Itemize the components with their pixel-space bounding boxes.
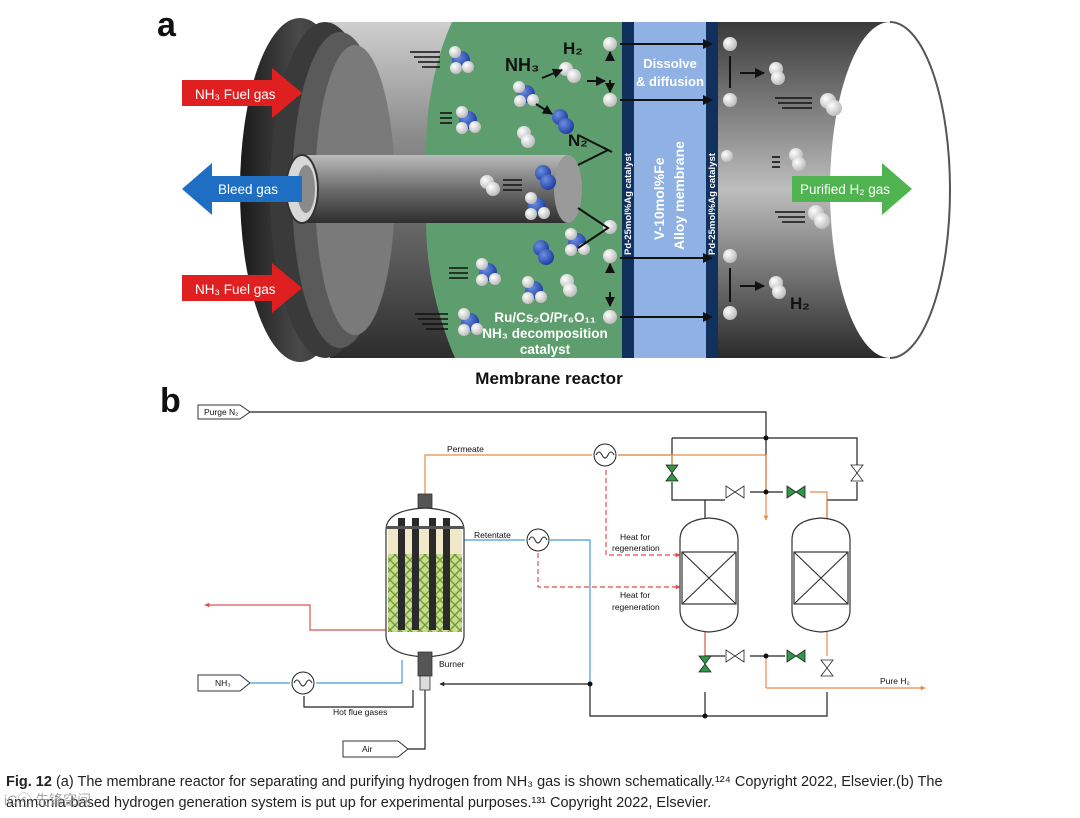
valve-white-4	[820, 659, 834, 677]
nh3-label: NH₃	[505, 55, 539, 75]
membrane-reactor-illustration	[240, 18, 951, 362]
reactor-vessel	[385, 493, 465, 691]
heat-regen-1-line2: regeneration	[612, 543, 660, 553]
nh3-fuel-arrow-top: NH₃ Fuel gas	[182, 68, 302, 118]
valve-green-4	[786, 649, 806, 663]
nh3-fuel-arrow-bottom: NH₃ Fuel gas	[182, 263, 302, 313]
caption-line-1: (a) The membrane reactor for separating …	[55, 774, 943, 790]
purge-n2-label: Purge N₂	[204, 407, 238, 417]
purge-n2-tag: Purge N₂	[197, 404, 251, 420]
valve-white-2	[725, 485, 745, 499]
valve-white-3	[725, 649, 745, 663]
h2-top-label: H₂	[563, 39, 583, 58]
air-tag: Air	[342, 740, 409, 758]
heat-regen-1-line1: Heat for	[620, 532, 650, 542]
panel-b-label: b	[160, 382, 181, 420]
pd-ag-layer-left	[622, 22, 634, 358]
purified-h2-arrow: Purified H₂ gas	[792, 163, 912, 215]
heat-exchangers	[291, 443, 617, 695]
nh3-tag: NH₃	[197, 674, 251, 692]
bleed-gas-label: Bleed gas	[218, 182, 278, 197]
decomp-label-1: Ru/Cs₂O/Pr₆O₁₁	[494, 310, 596, 325]
pd-ag-layer-right	[706, 22, 718, 358]
figure-caption: Fig. 12 (a) The membrane reactor for sep…	[6, 772, 1076, 814]
burner-label: Burner	[439, 659, 465, 669]
panel-a-label: a	[157, 6, 177, 44]
nh3-fuel-top-label: NH₃ Fuel gas	[195, 87, 276, 102]
dissolve-label-2: & diffusion	[636, 74, 704, 89]
valve-green-2	[698, 655, 712, 673]
alloy-label-1: V-10mol%Fe	[651, 157, 667, 240]
inner-pipe	[300, 155, 568, 223]
watermark: iCⓒ 先锋空间	[4, 792, 92, 808]
decomp-label-3: catalyst	[520, 342, 571, 357]
pd-ag-catalyst-right-label: Pd-25mol%Ag catalyst	[707, 152, 718, 255]
nh3-feed-label: NH₃	[215, 678, 231, 688]
pure-h2-label: Pure H₂	[880, 676, 910, 686]
n2-label: N₂	[568, 131, 588, 150]
permeate-label: Permeate	[447, 444, 484, 454]
pd-ag-catalyst-left-label: Pd-25mol%Ag catalyst	[623, 152, 634, 255]
caption-line-2: ammonia-based hydrogen generation system…	[6, 795, 712, 811]
reaction-arrows	[535, 39, 765, 322]
heat-regen-2-line2: regeneration	[612, 602, 660, 612]
valve-green-3	[786, 485, 806, 499]
junction-dots	[587, 435, 769, 719]
nh3-fuel-bottom-label: NH₃ Fuel gas	[195, 282, 276, 297]
valve-white-1	[850, 464, 864, 482]
hot-flue-label: Hot flue gases	[333, 707, 387, 717]
alloy-membrane	[634, 22, 706, 358]
dissolve-label-1: Dissolve	[643, 56, 696, 71]
valve-green-1	[665, 464, 679, 482]
membrane-reactor-title: Membrane reactor	[475, 369, 623, 388]
valves	[665, 464, 864, 677]
figure-svg: a	[157, 6, 951, 758]
flow-lines	[410, 51, 812, 330]
purified-h2-label: Purified H₂ gas	[800, 182, 890, 197]
decomp-label-2: NH₃ decomposition	[482, 326, 608, 341]
heat-regen-2-line1: Heat for	[620, 590, 650, 600]
psa-vessels	[679, 517, 851, 633]
alloy-label-2: Alloy membrane	[671, 141, 687, 250]
air-label: Air	[362, 744, 373, 754]
bleed-gas-arrow: Bleed gas	[182, 163, 302, 215]
h2-right-label: H₂	[790, 294, 810, 313]
retentate-label: Retentate	[474, 530, 511, 540]
caption-figure-number: Fig. 12	[6, 774, 52, 790]
